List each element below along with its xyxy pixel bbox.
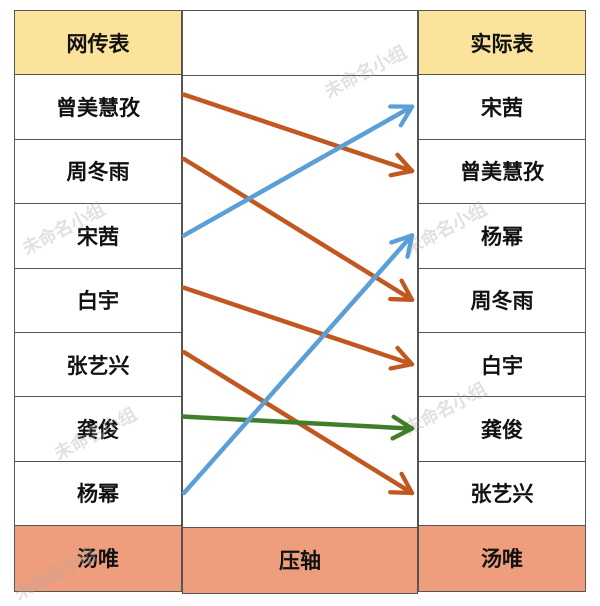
left-footer: 汤唯 xyxy=(15,526,181,591)
right-item: 宋茜 xyxy=(419,75,585,140)
right-item: 杨幂 xyxy=(419,204,585,269)
right-footer: 汤唯 xyxy=(419,526,585,591)
left-column: 网传表 曾美慧孜 周冬雨 宋茜 白宇 张艺兴 龚俊 杨幂 汤唯 xyxy=(14,10,182,592)
right-item: 张艺兴 xyxy=(419,461,585,527)
right-item: 曾美慧孜 xyxy=(419,139,585,205)
left-item: 杨幂 xyxy=(15,461,181,527)
left-item: 龚俊 xyxy=(15,397,181,462)
left-item: 白宇 xyxy=(15,268,181,333)
left-item: 周冬雨 xyxy=(15,139,181,205)
middle-header xyxy=(183,11,417,76)
left-header: 网传表 xyxy=(15,11,181,76)
left-item: 张艺兴 xyxy=(15,332,181,398)
left-item: 曾美慧孜 xyxy=(15,75,181,140)
right-item: 白宇 xyxy=(419,332,585,398)
right-item: 周冬雨 xyxy=(419,268,585,333)
middle-column: 压轴 xyxy=(182,10,418,594)
left-item: 宋茜 xyxy=(15,204,181,269)
right-column: 实际表 宋茜 曾美慧孜 杨幂 周冬雨 白宇 龚俊 张艺兴 汤唯 xyxy=(418,10,586,592)
middle-body xyxy=(183,75,417,529)
middle-footer: 压轴 xyxy=(183,528,417,593)
right-header: 实际表 xyxy=(419,11,585,76)
right-item: 龚俊 xyxy=(419,397,585,462)
